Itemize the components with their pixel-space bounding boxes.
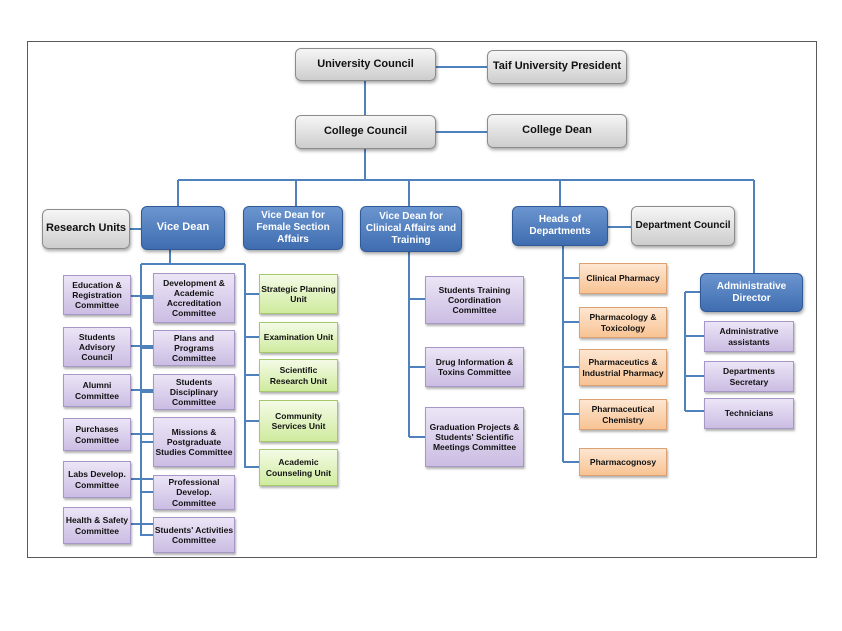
heads-of-departments-box: Heads of Departments	[512, 206, 608, 246]
committee-box: Professional Develop. Committee	[153, 475, 235, 510]
diagram-frame	[27, 41, 817, 558]
admin-staff-box: Departments Secretary	[704, 361, 794, 392]
admin-staff-box: Technicians	[704, 398, 794, 429]
admin-staff-box: Administrative assistants	[704, 321, 794, 352]
department-box: Clinical Pharmacy	[579, 263, 667, 294]
college-dean-box: College Dean	[487, 114, 627, 148]
vice-dean-clinical-box: Vice Dean for Clinical Affairs and Train…	[360, 206, 462, 252]
committee-box: Purchases Committee	[63, 418, 131, 451]
unit-box: Scientific Research Unit	[259, 359, 338, 392]
committee-box: Students Advisory Council	[63, 327, 131, 367]
department-box: Pharmaceutical Chemistry	[579, 399, 667, 430]
department-box: Pharmacology & Toxicology	[579, 307, 667, 338]
vice-dean-female-box: Vice Dean for Female Section Affairs	[243, 206, 343, 250]
committee-box: Students Training Coordination Committee	[425, 276, 524, 324]
university-council-box: University Council	[295, 48, 436, 81]
committee-box: Students' Activities Committee	[153, 517, 235, 553]
committee-box: Health & Safety Committee	[63, 507, 131, 544]
committee-box: Alumni Committee	[63, 374, 131, 407]
committee-box: Students Disciplinary Committee	[153, 374, 235, 410]
committee-box: Development & Academic Accreditation Com…	[153, 273, 235, 323]
college-council-box: College Council	[295, 115, 436, 149]
president-box: Taif University President	[487, 50, 627, 84]
department-box: Pharmacognosy	[579, 448, 667, 476]
department-council-box: Department Council	[631, 206, 735, 246]
vice-dean-box: Vice Dean	[141, 206, 225, 250]
committee-box: Missions & Postgraduate Studies Committe…	[153, 417, 235, 467]
committee-box: Graduation Projects & Students' Scientif…	[425, 407, 524, 467]
research-units-box: Research Units	[42, 209, 130, 249]
administrative-director-box: Administrative Director	[700, 273, 803, 312]
department-box: Pharmaceutics & Industrial Pharmacy	[579, 349, 667, 386]
unit-box: Community Services Unit	[259, 400, 338, 442]
unit-box: Examination Unit	[259, 322, 338, 353]
committee-box: Education & Registration Committee	[63, 275, 131, 315]
committee-box: Drug Information & Toxins Committee	[425, 347, 524, 387]
unit-box: Academic Counseling Unit	[259, 449, 338, 486]
committee-box: Plans and Programs Committee	[153, 330, 235, 366]
unit-box: Strategic Planning Unit	[259, 274, 338, 314]
committee-box: Labs Develop. Committee	[63, 461, 131, 498]
